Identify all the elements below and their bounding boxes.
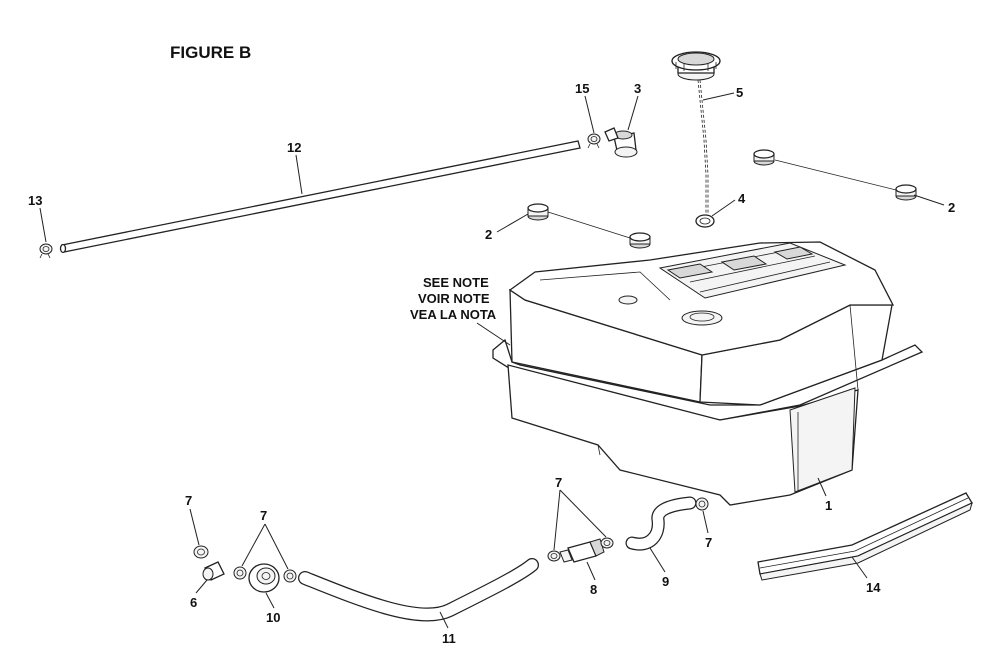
callout-11: 11: [442, 631, 456, 646]
rubber-mount-part-2-a: [753, 149, 775, 166]
callout-15: 15: [575, 81, 589, 96]
callout-7-c: 7: [555, 475, 562, 490]
fuel-hose-part-9: [625, 496, 697, 551]
o-ring-part-4: [695, 214, 715, 228]
callout-7-b: 7: [260, 508, 267, 523]
callout-12: 12: [287, 140, 301, 155]
callout-8: 8: [590, 582, 597, 597]
fuel-hose-part-11: [298, 558, 539, 622]
callout-7-d: 7: [705, 535, 712, 550]
callout-4: 4: [738, 191, 746, 206]
fuel-cap-part-5: [671, 51, 721, 81]
filter-part-10: [248, 563, 280, 593]
callout-9: 9: [662, 574, 669, 589]
rubber-mount-part-2-b: [895, 184, 917, 201]
callout-10: 10: [266, 610, 280, 625]
rubber-mount-part-2-c: [527, 203, 549, 221]
hose-clamp-part-7-b: [233, 566, 247, 580]
tether-chain: [697, 79, 709, 215]
callout-5: 5: [736, 85, 743, 100]
note-line-3: VEA LA NOTA: [410, 307, 497, 322]
callout-2-right: 2: [948, 200, 955, 215]
rubber-mount-part-2-d: [629, 232, 651, 249]
callout-2-left: 2: [485, 227, 492, 242]
hose-clamp-part-7-d: [547, 550, 561, 562]
note-line-1: SEE NOTE: [423, 275, 489, 290]
vent-line-part-12: [59, 140, 581, 254]
callout-13: 13: [28, 193, 42, 208]
hose-clamp-part-7-e: [600, 537, 614, 549]
callout-6: 6: [190, 595, 197, 610]
clamp-part-15: [587, 133, 601, 149]
fuel-tank-part-1: [492, 241, 924, 506]
hose-clamp-part-7-a: [193, 545, 209, 559]
callout-14: 14: [866, 580, 881, 595]
clamp-part-13: [39, 243, 53, 259]
hose-clamp-part-7-c: [283, 569, 297, 583]
fuel-valve-part-8: [559, 538, 605, 563]
callout-3: 3: [634, 81, 641, 96]
figure-title: FIGURE B: [170, 43, 251, 62]
edge-trim-part-14: [757, 492, 973, 581]
callout-7-a: 7: [185, 493, 192, 508]
vent-fitting-part-3: [604, 127, 638, 158]
elbow-fitting-part-6: [202, 561, 225, 581]
callout-1: 1: [825, 498, 832, 513]
note-line-2: VOIR NOTE: [418, 291, 490, 306]
hose-clamp-part-7-f: [695, 497, 709, 511]
leader-lines: [39, 92, 945, 629]
